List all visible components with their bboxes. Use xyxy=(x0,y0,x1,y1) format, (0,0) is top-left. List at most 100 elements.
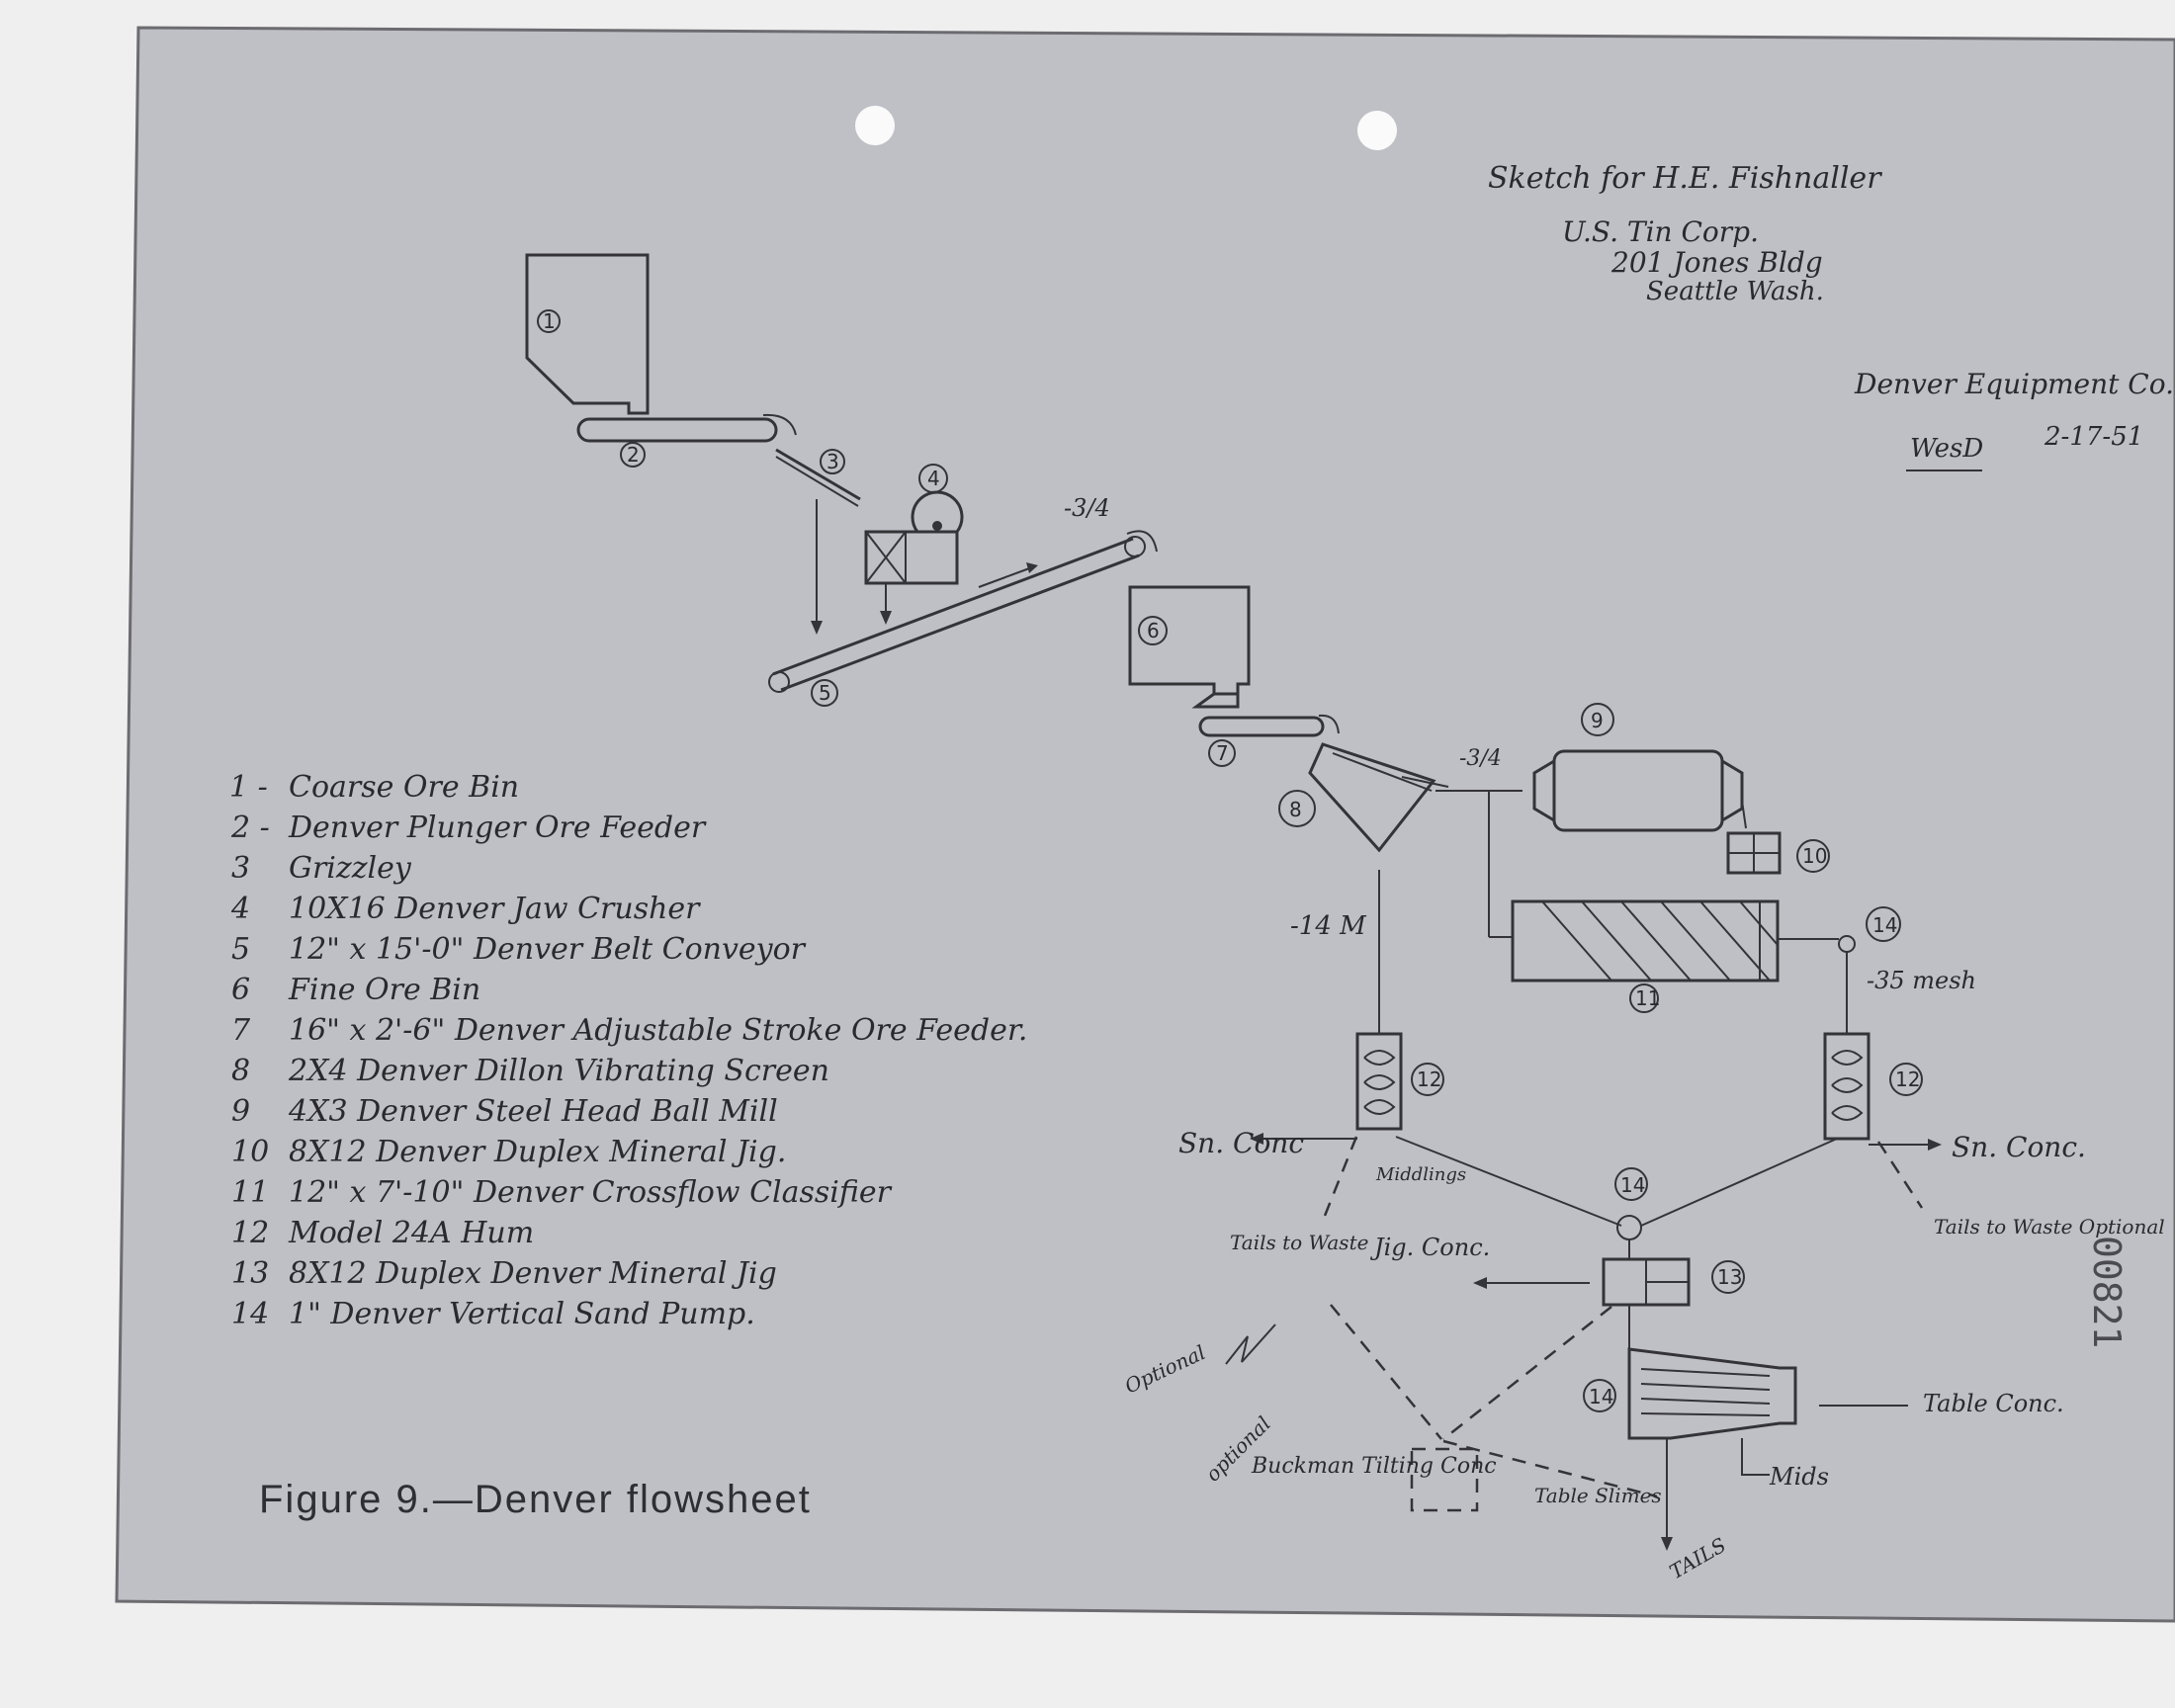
paper-sheet xyxy=(115,26,2175,1623)
vibrating-screen xyxy=(1308,742,1436,853)
discharge-arrow xyxy=(762,413,797,436)
equip-badge-14-top xyxy=(1866,906,1901,942)
legend-item: Denver Plunger Ore Feeder xyxy=(288,811,707,845)
legend-number: 9 xyxy=(231,1094,250,1129)
crossflow-classifier xyxy=(1511,899,1780,982)
label-sn-conc-left: Sn. Conc xyxy=(1178,1127,1304,1159)
equip-number-5: 5 xyxy=(819,681,831,705)
label-sn-conc-right: Sn. Conc. xyxy=(1952,1131,2086,1163)
company-text: U.S. Tin Corp. xyxy=(1562,215,1759,248)
equip-number-10: 10 xyxy=(1802,844,1827,868)
equip-number-2: 2 xyxy=(627,443,640,467)
grizzley xyxy=(775,448,861,501)
equip-badge-12-right xyxy=(1889,1063,1923,1096)
stroke-ore-feeder xyxy=(1198,716,1325,737)
equip-badge-14-mid xyxy=(1614,1167,1648,1201)
label-minus-35-mesh: -35 mesh xyxy=(1867,967,1976,994)
legend-number: 13 xyxy=(231,1256,269,1291)
label-table-slimes: Table Slimes xyxy=(1534,1484,1662,1507)
equip-badge-9 xyxy=(1581,703,1614,736)
equip-badge-7 xyxy=(1208,739,1236,767)
equip-number-14-mid: 14 xyxy=(1620,1173,1645,1197)
equip-badge-13 xyxy=(1711,1260,1745,1294)
arrow-head xyxy=(811,621,823,635)
legend-number: 14 xyxy=(231,1297,269,1331)
figure-caption: Figure 9.—Denver flowsheet xyxy=(259,1478,812,1521)
equip-badge-14-table xyxy=(1583,1379,1616,1412)
label-buckman: Buckman Tilting Conc xyxy=(1251,1454,1497,1479)
binder-hole xyxy=(855,106,895,145)
jaw-crusher xyxy=(864,530,959,585)
stamp-number: 00821 xyxy=(2085,1236,2129,1348)
legend-item: Model 24A Hum xyxy=(288,1216,534,1250)
equip-number-7: 7 xyxy=(1216,741,1229,765)
legend-item: Grizzley xyxy=(289,851,412,886)
plunger-ore-feeder xyxy=(576,417,778,443)
legend-number: 1 - xyxy=(229,770,268,805)
legend-item: Coarse Ore Bin xyxy=(289,770,519,805)
date-text: 2-17-51 xyxy=(2044,422,2143,452)
legend-item: 8X12 Denver Duplex Mineral Jig. xyxy=(289,1135,786,1169)
label-minus-3-4-screen: -3/4 xyxy=(1459,746,1502,771)
equip-number-14-top: 14 xyxy=(1872,913,1897,937)
legend-item: 8X12 Duplex Denver Mineral Jig xyxy=(289,1256,777,1291)
legend-item: 1" Denver Vertical Sand Pump. xyxy=(289,1297,755,1331)
hum-screen-right xyxy=(1823,1032,1870,1141)
equip-badge-8 xyxy=(1278,790,1316,827)
legend-item: 12" x 15'-0" Denver Belt Conveyor xyxy=(289,932,807,967)
equip-number-9: 9 xyxy=(1591,709,1604,732)
legend-number: 8 xyxy=(231,1054,250,1088)
label-minus-3-4-top: -3/4 xyxy=(1064,494,1110,522)
label-tails-waste-optional: Tails to Waste Optional xyxy=(1934,1215,2165,1238)
legend-item: Fine Ore Bin xyxy=(288,973,480,1007)
legend-number: 11 xyxy=(231,1175,269,1210)
concentrating-table xyxy=(1627,1347,1797,1440)
legend-number: 5 xyxy=(231,932,250,967)
binder-hole xyxy=(1357,111,1397,150)
legend-number: 4 xyxy=(230,892,250,926)
equip-badge-11 xyxy=(1629,983,1659,1013)
equip-badge-12-left xyxy=(1411,1063,1444,1096)
address-text: 201 Jones Bldg xyxy=(1610,246,1823,279)
legend-number: 2 - xyxy=(230,811,270,845)
label-minus-14m: -14 M xyxy=(1290,911,1367,941)
legend-number: 12 xyxy=(231,1216,269,1250)
equip-number-12-right: 12 xyxy=(1895,1068,1920,1091)
city-text: Seattle Wash. xyxy=(1646,277,1824,306)
sketch-for-text: Sketch for H.E. Fishnaller xyxy=(1488,161,1882,196)
equip-number-8: 8 xyxy=(1289,798,1302,821)
equip-badge-2 xyxy=(620,442,646,468)
label-table-conc: Table Conc. xyxy=(1923,1390,2064,1417)
equip-number-11: 11 xyxy=(1635,986,1660,1010)
legend-item: 16" x 2'-6" Denver Adjustable Stroke Ore… xyxy=(289,1013,1027,1048)
equip-number-3: 3 xyxy=(826,450,839,473)
equip-badge-5 xyxy=(811,679,838,707)
legend-item: 2X4 Denver Dillon Vibrating Screen xyxy=(288,1054,829,1088)
legend-number: 10 xyxy=(231,1135,269,1169)
legend-item: 12" x 7'-10" Denver Crossflow Classifier xyxy=(289,1175,893,1210)
equip-number-6: 6 xyxy=(1147,619,1160,642)
legend-number: 7 xyxy=(231,1013,251,1048)
equip-badge-10 xyxy=(1796,839,1830,873)
equip-number-4: 4 xyxy=(927,467,940,490)
initials-text: WesD xyxy=(1910,434,1983,464)
buckman-tilting-conc xyxy=(1410,1447,1479,1512)
legend-number: 6 xyxy=(231,973,250,1007)
ball-mill xyxy=(1552,749,1724,832)
legend-item: 4X3 Denver Steel Head Ball Mill xyxy=(288,1094,778,1129)
equip-number-12-left: 12 xyxy=(1417,1068,1441,1091)
label-middlings: Middlings xyxy=(1375,1164,1466,1185)
equip-badge-1 xyxy=(537,309,561,333)
hum-screen-left xyxy=(1355,1032,1403,1131)
coarse-ore-bin xyxy=(525,253,650,415)
equip-badge-4 xyxy=(918,464,948,493)
equip-badge-3 xyxy=(820,449,845,474)
label-jig-conc: Jig. Conc. xyxy=(1369,1234,1490,1261)
legend-number: 3 xyxy=(231,851,250,886)
label-mids: Mids xyxy=(1769,1463,1829,1491)
belt-conveyor xyxy=(772,537,1134,676)
equip-badge-6 xyxy=(1138,616,1168,645)
legend-item: 10X16 Denver Jaw Crusher xyxy=(289,892,701,926)
equip-number-13: 13 xyxy=(1717,1265,1742,1289)
